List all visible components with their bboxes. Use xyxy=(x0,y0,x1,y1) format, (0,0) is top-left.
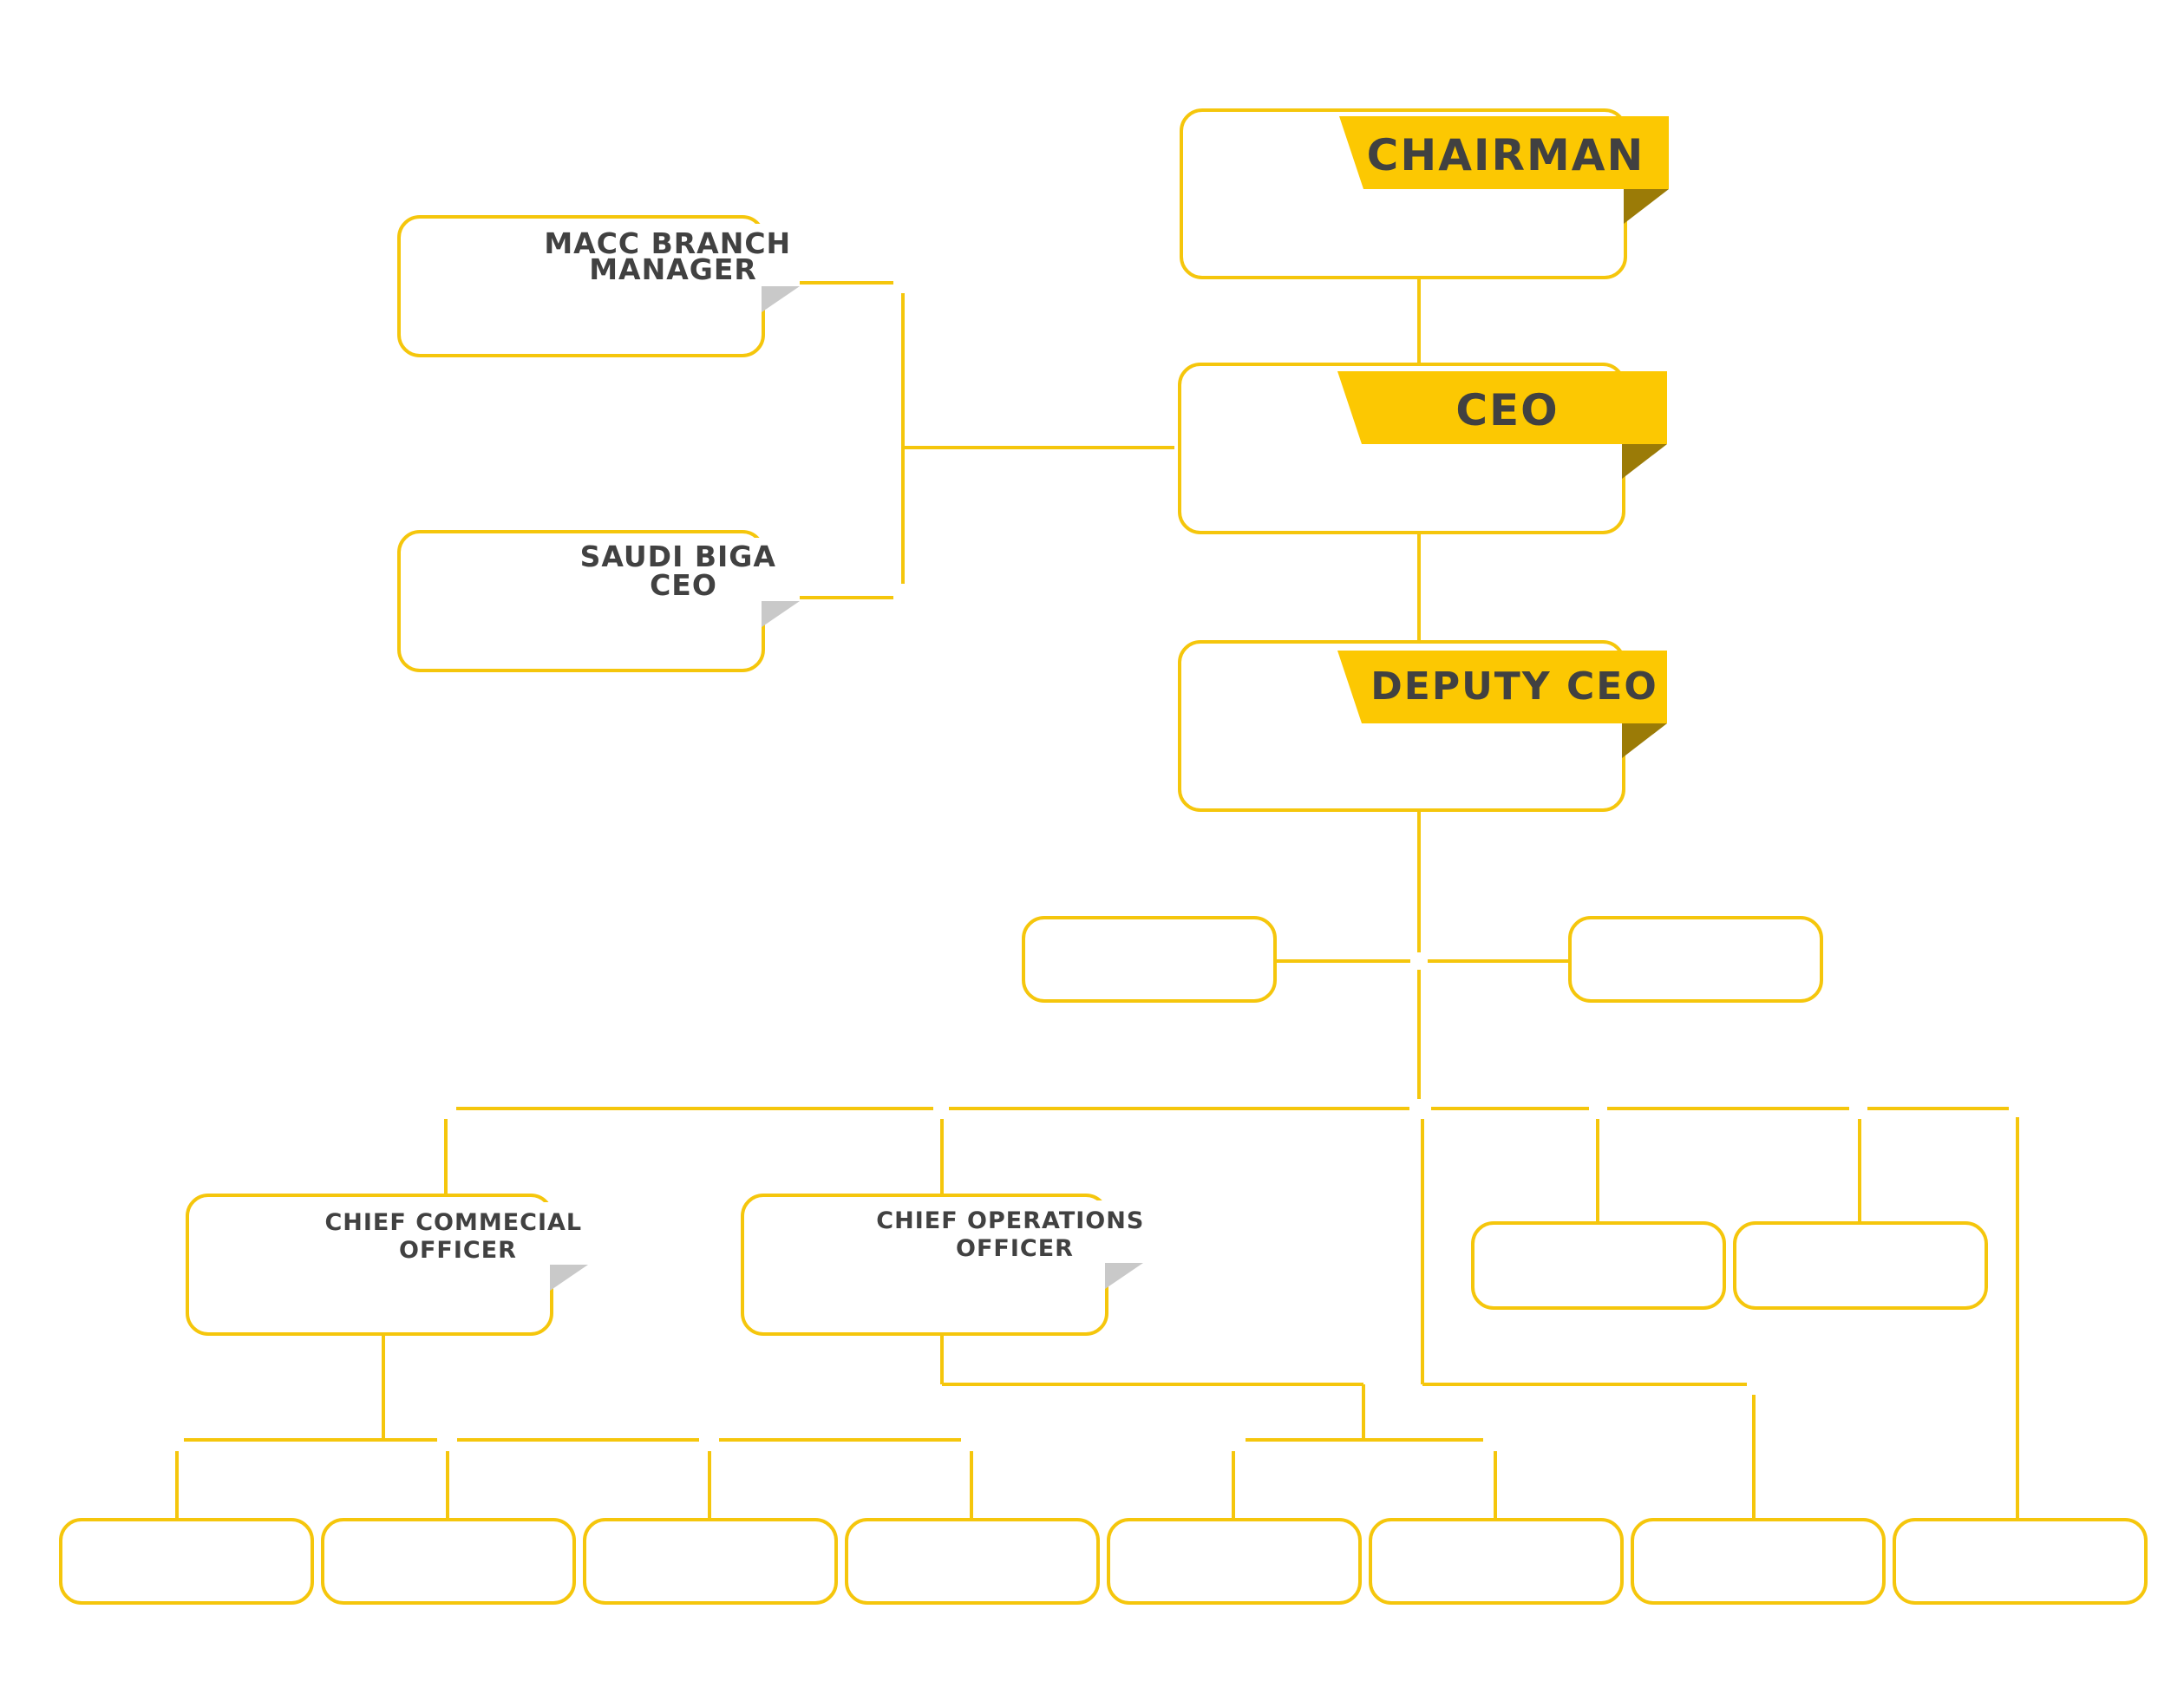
side-box-left xyxy=(1022,916,1277,1003)
macc-branch-manager-label: MACC BRANCH MANAGER xyxy=(544,226,801,286)
chairman-card: CHAIRMAN xyxy=(1180,108,1669,279)
chief-operations-officer-card: CHIEF OPERATIONS OFFICER xyxy=(741,1194,1153,1336)
bottom-box-1 xyxy=(59,1518,314,1605)
chief-operations-officer-line2: OFFICER xyxy=(956,1235,1074,1262)
empty-box-right-2 xyxy=(1733,1221,1988,1310)
bottom-row xyxy=(59,1518,2148,1605)
chief-operations-officer-line1: CHIEF OPERATIONS xyxy=(876,1207,1144,1234)
bottom-box-4 xyxy=(845,1518,1100,1605)
bottom-box-8 xyxy=(1893,1518,2148,1605)
macc-branch-manager-line2: MANAGER xyxy=(589,252,757,286)
chief-commercial-officer-label: CHIEF COMMECIAL OFFICER xyxy=(324,1209,591,1264)
bottom-box-6 xyxy=(1369,1518,1624,1605)
deputy-ceo-label: DEPUTY CEO xyxy=(1370,664,1658,709)
bottom-box-2 xyxy=(321,1518,576,1605)
saudi-biga-ceo-line1: SAUDI BIGA xyxy=(580,540,776,573)
bottom-box-3 xyxy=(583,1518,838,1605)
chief-commercial-officer-line1: CHIEF COMMECIAL xyxy=(324,1209,582,1236)
chief-commercial-officer-card: CHIEF COMMECIAL OFFICER xyxy=(186,1194,591,1336)
connector-lines xyxy=(175,278,2019,1520)
chairman-label: CHAIRMAN xyxy=(1367,130,1645,180)
saudi-biga-ceo-line2: CEO xyxy=(650,568,717,602)
bottom-box-5 xyxy=(1107,1518,1362,1605)
ceo-card: CEO xyxy=(1178,363,1667,534)
macc-branch-manager-card: MACC BRANCH MANAGER xyxy=(397,215,801,357)
empty-box-right-1 xyxy=(1471,1221,1726,1310)
deputy-ceo-card: DEPUTY CEO xyxy=(1178,640,1667,812)
chief-operations-officer-label: CHIEF OPERATIONS OFFICER xyxy=(876,1207,1153,1262)
ceo-label: CEO xyxy=(1455,385,1559,435)
side-box-right xyxy=(1568,916,1823,1003)
macc-branch-manager-line1: MACC BRANCH xyxy=(544,226,791,260)
saudi-biga-ceo-card: SAUDI BIGA CEO xyxy=(397,530,800,672)
bottom-box-7 xyxy=(1631,1518,1886,1605)
chief-commercial-officer-line2: OFFICER xyxy=(399,1237,517,1264)
saudi-biga-ceo-label: SAUDI BIGA CEO xyxy=(580,540,788,602)
